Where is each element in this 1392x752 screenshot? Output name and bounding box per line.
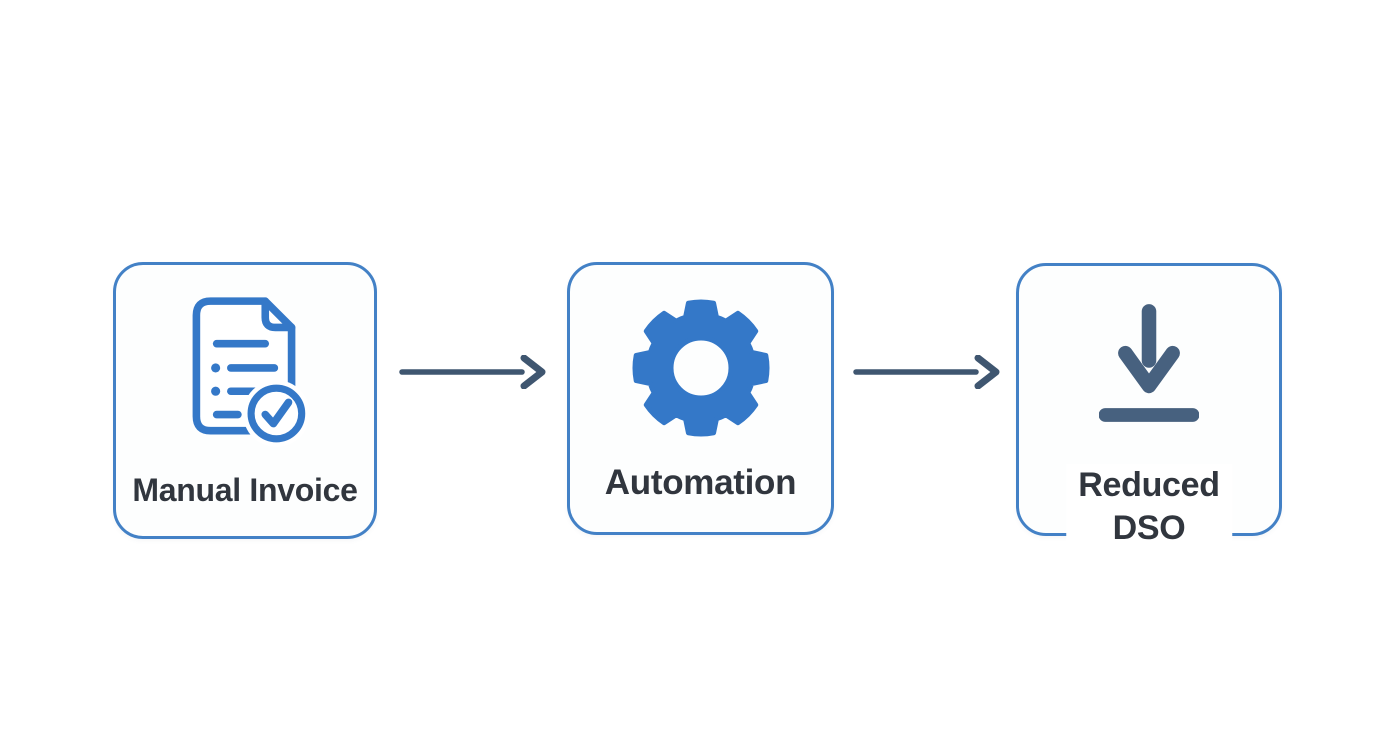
step-box-reduced-dso: Reduced DSO — [1016, 263, 1282, 550]
download-icon — [1098, 304, 1200, 431]
document-check-icon — [174, 291, 316, 458]
flow-arrow-1 — [399, 355, 546, 389]
step-box-automation: Automation — [567, 262, 834, 535]
step-box-manual-invoice: Manual Invoice — [113, 262, 377, 539]
step-label-manual-invoice: Manual Invoice — [132, 472, 358, 508]
step-label-line-1: Reduced — [1078, 466, 1220, 505]
step-label-automation: Automation — [604, 463, 797, 502]
flow-arrow-2 — [853, 355, 1000, 389]
step-label-reduced-dso: Reduced DSO — [1066, 464, 1232, 550]
step-label-line-2: DSO — [1112, 509, 1186, 548]
gear-icon — [621, 288, 781, 453]
